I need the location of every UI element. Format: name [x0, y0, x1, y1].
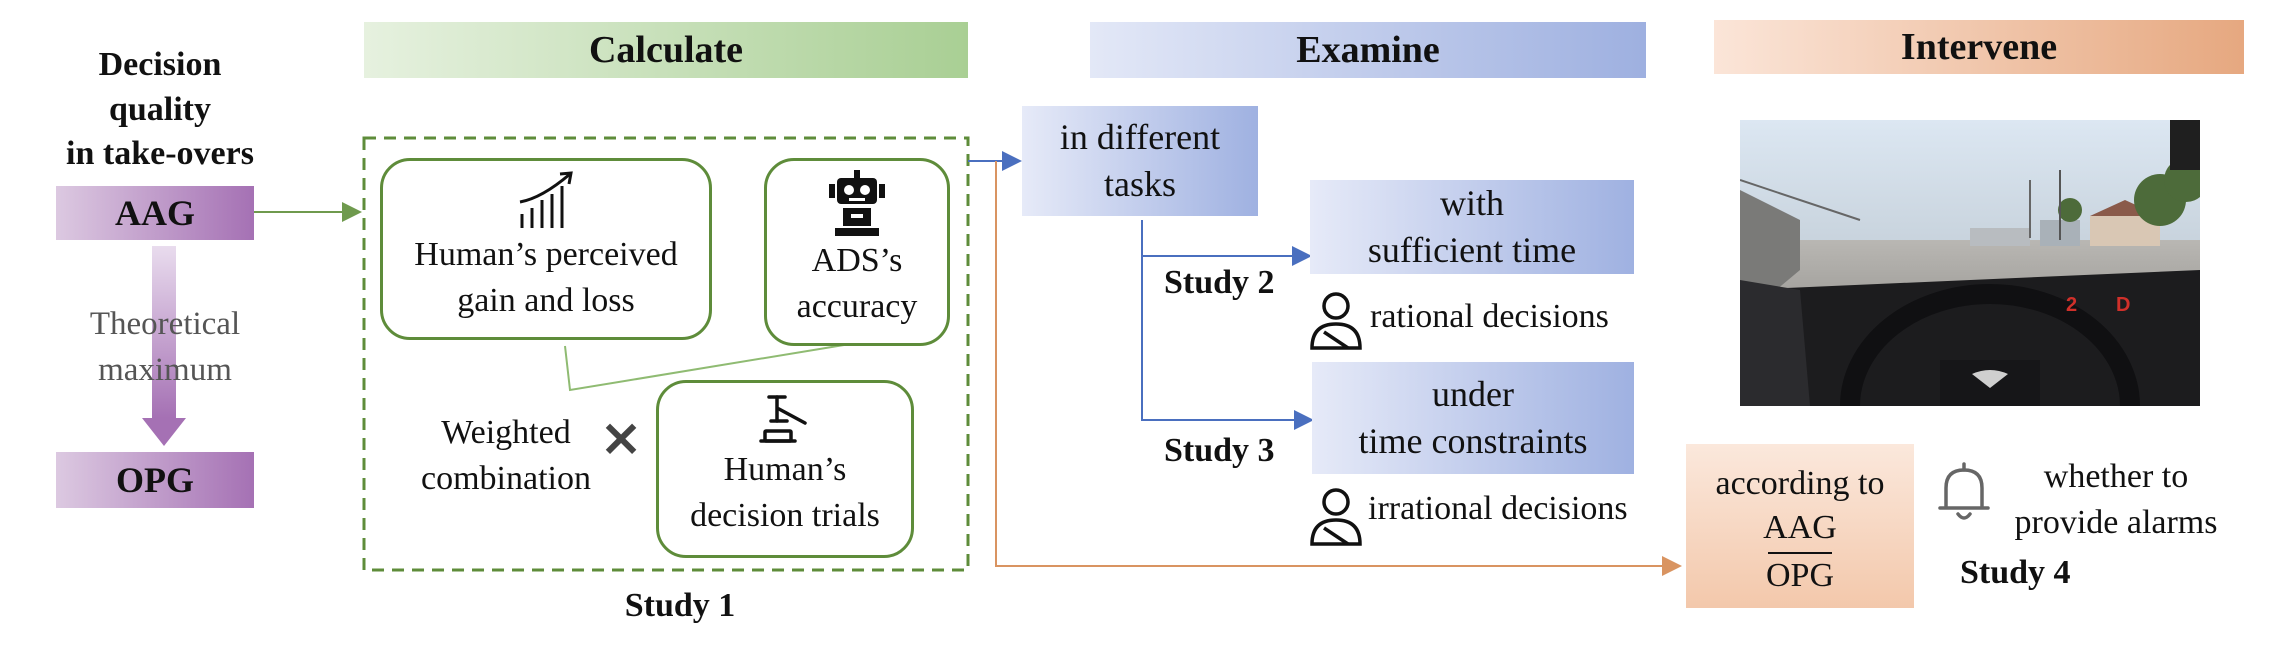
study3-label: Study 3	[1164, 432, 1275, 469]
aag-box: AAG	[56, 186, 254, 240]
study1-dashed-frame	[362, 136, 970, 572]
intervene-header: Intervene	[1714, 20, 2244, 74]
robot-icon	[827, 169, 887, 238]
opg-box: OPG	[56, 452, 254, 508]
hud-gear: 2	[2066, 294, 2078, 316]
study1-label: Study 1	[624, 587, 736, 624]
aag-label: AAG	[115, 193, 195, 233]
fraction-denominator: OPG	[1765, 557, 1835, 595]
growth-chart-icon	[516, 168, 576, 232]
study4-label: Study 4	[1960, 554, 2071, 591]
to-intervene-arrow	[995, 161, 1682, 576]
bell-icon	[1936, 462, 1992, 529]
theoretical-maximum-arrow	[142, 246, 186, 446]
different-tasks-box: in different tasks	[1022, 106, 1258, 216]
multiply-symbol: ×	[599, 408, 643, 468]
opg-label: OPG	[116, 460, 194, 500]
fraction-numerator: AAG	[1763, 509, 1837, 547]
person-icon	[1308, 486, 1364, 553]
according-label: according to	[1715, 465, 1885, 503]
according-box: according to AAG OPG	[1686, 444, 1914, 608]
hud-drive-mode: D	[2116, 294, 2131, 316]
examine-header: Examine	[1090, 22, 1646, 78]
decision-trials-box: Human’s decision trials	[656, 380, 914, 558]
study2-label: Study 2	[1164, 264, 1275, 301]
title-line-3: in take-overs	[66, 135, 254, 173]
combination-lines	[564, 343, 851, 392]
rational-decisions-label: rational decisions	[1370, 298, 1609, 335]
fraction-bar	[1768, 552, 1832, 554]
ads-accuracy-box: ADS’s accuracy	[764, 158, 950, 346]
person-icon	[1308, 290, 1364, 357]
gavel-icon	[755, 393, 815, 447]
driving-scene-image: 2 D	[1740, 120, 2200, 406]
sufficient-time-box: with sufficient time	[1310, 180, 1634, 274]
gain-loss-box: Human’s perceived gain and loss	[380, 158, 712, 340]
alarm-label: whether to provide alarms	[2014, 458, 2218, 541]
title-line-2: quality	[108, 90, 212, 128]
calculate-header: Calculate	[364, 22, 968, 78]
to-constraint-arrow	[1141, 220, 1314, 430]
title-line-1: Decision	[98, 45, 222, 83]
irrational-decisions-label: irrational decisions	[1368, 490, 1628, 527]
theoretical-maximum-label: Theoretical maximum	[89, 305, 241, 388]
weighted-combination-label: Weighted combination	[421, 414, 591, 497]
time-constraints-box: under time constraints	[1312, 362, 1634, 474]
decision-quality-title: Decision quality in take-overs	[40, 40, 280, 180]
